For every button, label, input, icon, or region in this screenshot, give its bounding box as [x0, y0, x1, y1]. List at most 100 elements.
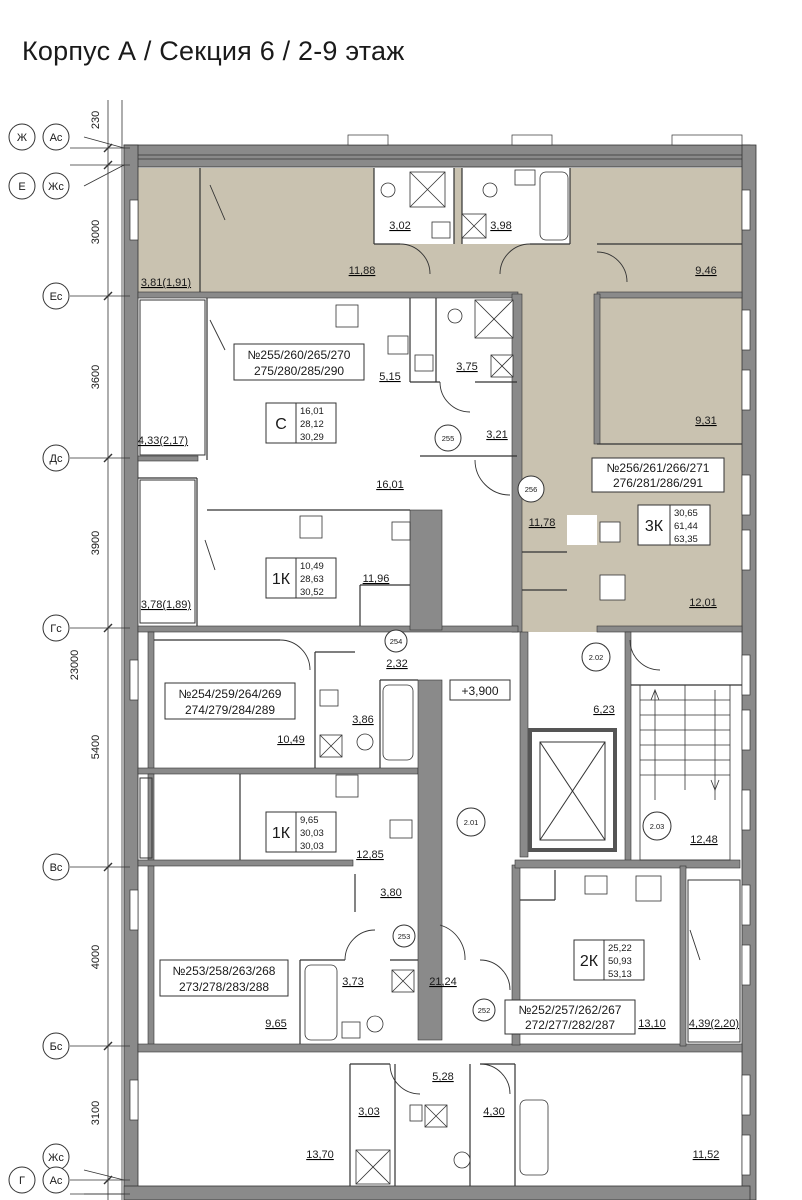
dimension-ticks	[103, 143, 113, 1185]
room-area: 3,03	[358, 1106, 379, 1118]
room-area: 3,21	[486, 429, 507, 441]
apt-1k-top-type: 1К	[272, 571, 291, 588]
page-title: Корпус А / Секция 6 / 2-9 этаж	[22, 36, 405, 66]
room-area: 11,88	[349, 265, 376, 277]
elevator	[528, 728, 617, 852]
level-box	[449, 679, 511, 701]
room-area: 9,46	[695, 265, 716, 277]
axis-sub-e: Жс	[48, 181, 64, 193]
axis-label-es: Ес	[50, 291, 63, 303]
room-area: 3,81(1,91)	[141, 277, 191, 289]
room-area: 3,75	[456, 361, 477, 373]
axis-sub-zh: Ас	[50, 132, 63, 144]
axis-label-e: Е	[18, 181, 25, 193]
marker-2-01: 2.01	[464, 818, 479, 827]
room-area: 10,49	[277, 734, 305, 746]
marker-255: 255	[442, 434, 455, 443]
apt-254-numbers-2: 274/279/284/289	[185, 703, 275, 717]
dim-3000: 3000	[90, 220, 102, 244]
apt-256-numbers-1: №256/261/266/271	[607, 461, 710, 475]
apt-2k-type: 2К	[580, 953, 599, 970]
axis-label-gs: Гс	[50, 623, 62, 635]
dim-5400: 5400	[90, 735, 102, 759]
marker-254: 254	[390, 637, 403, 646]
room-area: 12,48	[690, 834, 718, 846]
dim-23000: 23000	[69, 650, 81, 681]
room-area: 3,98	[490, 220, 511, 232]
apt-253-numbers-2: 273/278/283/288	[179, 980, 269, 994]
marker-253: 253	[398, 932, 411, 941]
apt-253-numbers-1: №253/258/263/268	[173, 964, 276, 978]
room-area: 11,96	[363, 573, 390, 585]
axis-label-bs: Бс	[50, 1041, 63, 1053]
apt-2k-area-2: 50,93	[608, 956, 632, 967]
marker-circles	[384, 424, 672, 1022]
apt-255-area-1: 16,01	[300, 406, 324, 417]
marker-252: 252	[478, 1006, 491, 1015]
apt-1k-mid-area-3: 30,03	[300, 841, 324, 852]
room-area: 3,02	[389, 220, 410, 232]
axis-sub-g: Ас	[50, 1175, 63, 1187]
dim-230: 230	[90, 111, 102, 129]
axis-label-ds: Дс	[50, 453, 63, 465]
dim-4000: 4000	[90, 945, 102, 969]
marker-2-02: 2.02	[589, 653, 604, 662]
dim-3600: 3600	[90, 365, 102, 389]
apt-252-numbers-1: №252/257/262/267	[519, 1003, 622, 1017]
room-area: 2,32	[386, 658, 407, 670]
fixtures	[299, 169, 662, 1185]
side-windows	[129, 189, 751, 1176]
apt-256-area-2: 61,44	[674, 521, 698, 532]
dim-3900: 3900	[90, 531, 102, 555]
room-area: 5,15	[379, 371, 400, 383]
room-area: 5,28	[432, 1071, 453, 1083]
apt-1k-mid-area-1: 9,65	[300, 815, 319, 826]
apt-1k-top-area-3: 30,52	[300, 587, 324, 598]
room-area: 16,01	[376, 479, 404, 491]
axis-label-zh: Ж	[17, 132, 27, 144]
room-area: 21,24	[429, 976, 457, 988]
apt-2k-area-3: 53,13	[608, 969, 632, 980]
apt-256-area-3: 63,35	[674, 534, 698, 545]
room-area: 9,31	[695, 415, 716, 427]
apt-255-numbers-1: №255/260/265/270	[248, 348, 351, 362]
apt-256-type: 3К	[645, 518, 664, 535]
room-area: 3,78(1,89)	[141, 599, 191, 611]
dimension-lines	[70, 100, 130, 1200]
apt-252-numbers-2: 272/277/282/287	[525, 1018, 615, 1032]
apt-254-numbers-1: №254/259/264/269	[179, 687, 282, 701]
room-area: 4,30	[483, 1106, 504, 1118]
apt-255-area-3: 30,29	[300, 432, 324, 443]
apt-1k-mid-type: 1К	[272, 825, 291, 842]
partitions	[138, 168, 742, 1186]
interior-walls	[137, 291, 743, 1053]
apt-256-numbers-2: 276/281/286/291	[613, 476, 703, 490]
room-area: 6,23	[593, 704, 614, 716]
room-area: 4,39(2,20)	[689, 1018, 739, 1030]
axis-bubbles	[8, 123, 70, 1194]
axis-label-g: Г	[19, 1175, 25, 1187]
type-boxes	[265, 402, 711, 981]
level-mark: +3,900	[461, 684, 498, 698]
room-area: 3,73	[342, 976, 363, 988]
marker-256: 256	[525, 485, 538, 494]
apt-255-type: С	[275, 416, 287, 433]
room-area: 13,10	[638, 1018, 666, 1030]
apt-256-area-1: 30,65	[674, 508, 698, 519]
apt-1k-top-area-2: 28,63	[300, 574, 324, 585]
room-area: 11,52	[693, 1149, 720, 1161]
door-swings	[204, 184, 701, 1095]
stairs	[639, 684, 731, 861]
axis-label-vs: Вс	[50, 862, 63, 874]
room-area: 12,01	[689, 597, 717, 609]
room-area: 11,78	[529, 517, 556, 529]
room-area: 3,86	[352, 714, 373, 726]
apt-1k-top-area-1: 10,49	[300, 561, 324, 572]
room-area: 13,70	[306, 1149, 334, 1161]
apt-255-numbers-2: 275/280/285/290	[254, 364, 344, 378]
room-area: 3,80	[380, 887, 401, 899]
apt-1k-mid-area-2: 30,03	[300, 828, 324, 839]
axis-label-zhs: Жс	[48, 1152, 64, 1164]
marker-2-03: 2.03	[650, 822, 665, 831]
apt-255-area-2: 28,12	[300, 419, 324, 430]
